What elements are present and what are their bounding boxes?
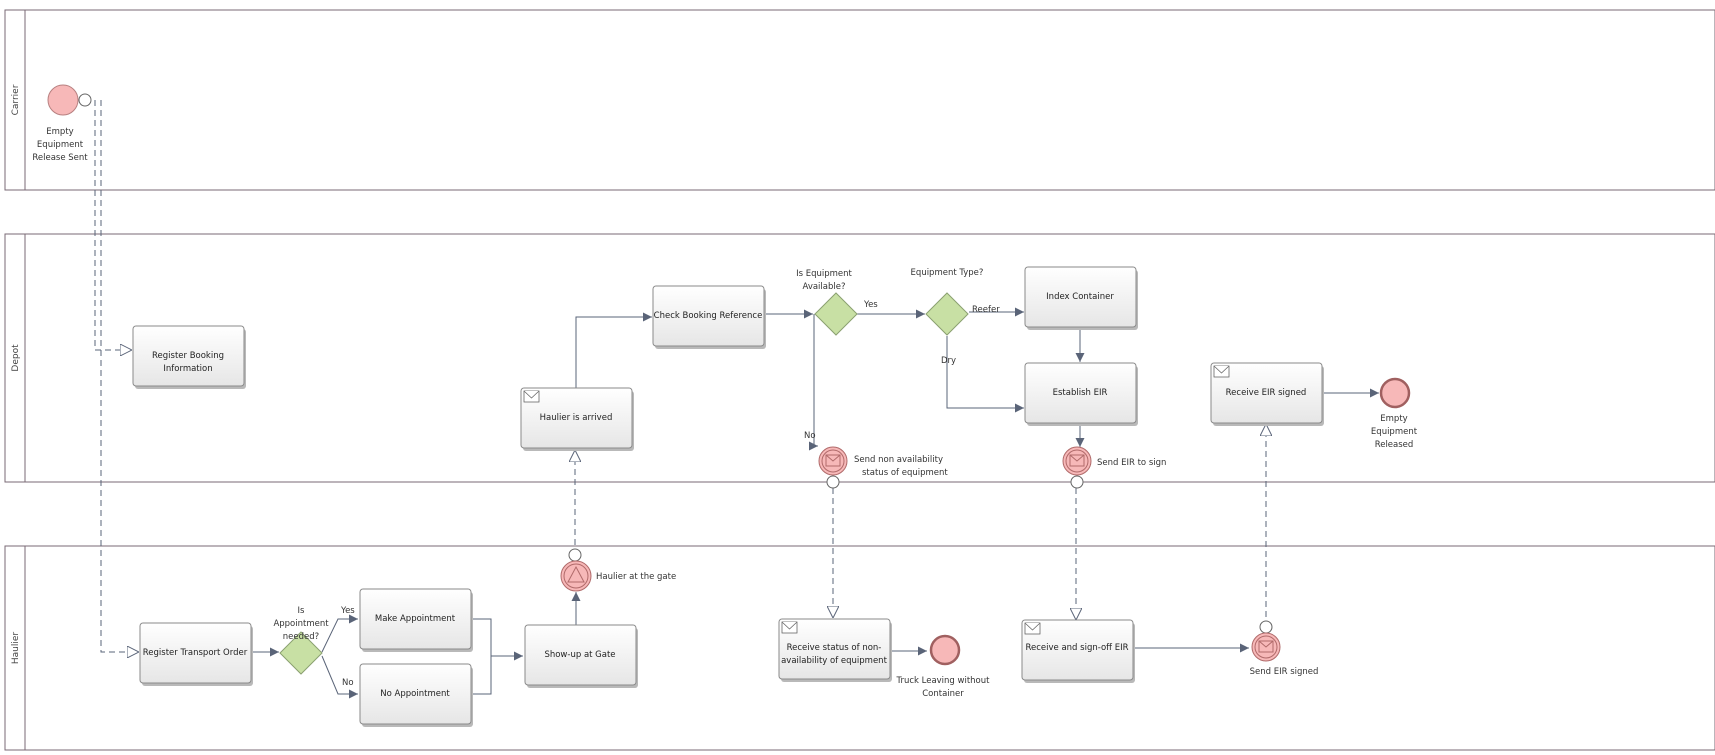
event-label-line: Release Sent: [32, 153, 88, 163]
task-check-booking[interactable]: Check Booking Reference: [652, 285, 766, 349]
task-label: Receive and sign-off EIR: [1025, 643, 1128, 653]
gateway-label-line: Is Equipment: [796, 269, 852, 279]
message-flow-to-register-transport: [100, 100, 139, 652]
flow-label-yes-available: Yes: [863, 300, 878, 310]
gateway-appointment-needed[interactable]: Is Appointment needed?: [273, 606, 329, 675]
event-label: Send EIR signed: [1250, 667, 1319, 677]
attached-message-circle: [1070, 475, 1084, 489]
flow-label-yes-appointment: Yes: [340, 606, 355, 616]
envelope-icon: [1213, 365, 1230, 378]
gateway-label-line: needed?: [283, 632, 319, 642]
task-establish-eir[interactable]: Establish EIR: [1024, 362, 1138, 426]
task-label: Index Container: [1046, 292, 1114, 302]
start-event-empty-release-sent[interactable]: Empty Equipment Release Sent: [32, 84, 92, 163]
end-event-empty-released[interactable]: Empty Equipment Released: [1371, 377, 1418, 450]
task-label-line: Information: [163, 364, 212, 374]
lane-label-carrier: Carrier: [11, 84, 21, 115]
task-receive-signoff[interactable]: Receive and sign-off EIR: [1021, 619, 1135, 683]
event-label-line: status of equipment: [862, 468, 948, 478]
event-label: Haulier at the gate: [596, 572, 676, 582]
task-receive-eir-signed[interactable]: Receive EIR signed: [1210, 362, 1324, 426]
envelope-icon: [1258, 640, 1274, 653]
signal-triangle-icon: [567, 565, 585, 583]
event-label-line: Equipment: [37, 140, 84, 150]
event-send-eir-signed[interactable]: Send EIR signed: [1250, 620, 1319, 677]
gateway-label: Equipment Type?: [911, 268, 984, 278]
task-label: Receive EIR signed: [1226, 388, 1307, 398]
event-label-line: Released: [1375, 440, 1414, 450]
attached-message-circle: [78, 93, 92, 107]
event-send-eir-to-sign[interactable]: Send EIR to sign: [1062, 446, 1166, 489]
event-label-line: Container: [922, 689, 964, 699]
task-label: Make Appointment: [375, 614, 456, 624]
envelope-icon: [825, 454, 841, 467]
gateway-label-line: Available?: [803, 282, 846, 292]
task-no-appointment[interactable]: No Appointment: [359, 663, 473, 727]
attached-message-circle: [1259, 620, 1273, 634]
task-haulier-arrived[interactable]: Haulier is arrived: [520, 387, 634, 451]
attached-message-circle: [568, 548, 582, 562]
lane-depot: Depot: [4, 233, 1715, 483]
flow-label-no-available: No: [804, 431, 816, 441]
event-label-line: Equipment: [1371, 427, 1418, 437]
message-flows: [94, 100, 1266, 652]
task-label: Show-up at Gate: [544, 650, 615, 660]
gateway-label-line: Is: [298, 606, 306, 616]
task-label: Register Transport Order: [143, 648, 248, 658]
task-label-line: Register Booking: [152, 351, 224, 361]
task-register-transport[interactable]: Register Transport Order: [139, 622, 253, 686]
task-label: Check Booking Reference: [654, 311, 763, 321]
lane-label-depot: Depot: [11, 344, 21, 372]
gateway-equipment-available[interactable]: Is Equipment Available?: [796, 269, 858, 336]
task-label: Establish EIR: [1053, 388, 1108, 398]
event-label: Send EIR to sign: [1097, 458, 1166, 468]
envelope-icon: [1024, 622, 1041, 635]
lane-label-haulier: Haulier: [11, 632, 21, 665]
sequence-flows: [251, 307, 1379, 699]
task-show-up-gate[interactable]: Show-up at Gate: [524, 624, 638, 688]
gateway-equipment-type[interactable]: Equipment Type?: [911, 268, 984, 336]
message-flow-to-register-booking: [94, 100, 132, 350]
gateway-label-line: Appointment: [273, 619, 329, 629]
task-register-booking[interactable]: Register Booking Information: [132, 325, 246, 389]
end-event-truck-leaving[interactable]: Truck Leaving without Container: [896, 634, 991, 699]
envelope-icon: [1069, 454, 1085, 467]
flow-label-dry: Dry: [941, 356, 956, 366]
attached-message-circle: [826, 475, 840, 489]
task-receive-status[interactable]: Receive status of non- availability of e…: [778, 618, 892, 682]
event-haulier-at-gate[interactable]: Haulier at the gate: [560, 548, 676, 592]
event-label-line: Empty: [46, 127, 73, 137]
event-label-line: Truck Leaving without: [896, 676, 991, 686]
task-index-container[interactable]: Index Container: [1024, 266, 1138, 330]
envelope-icon: [781, 621, 798, 634]
task-label-line: Receive status of non-: [787, 643, 882, 653]
task-make-appointment[interactable]: Make Appointment: [359, 588, 473, 652]
task-label-line: availability of equipment: [781, 656, 887, 666]
event-send-non-availability[interactable]: Send non availability status of equipmen…: [818, 446, 948, 489]
flow-label-reefer: Reefer: [972, 305, 1000, 315]
event-label-line: Empty: [1380, 414, 1407, 424]
task-label: Haulier is arrived: [540, 413, 613, 423]
task-label: No Appointment: [380, 689, 450, 699]
event-label-line: Send non availability: [854, 455, 943, 465]
envelope-icon: [523, 390, 540, 403]
lane-carrier: Carrier: [4, 9, 1715, 191]
flow-label-no-appointment: No: [342, 678, 354, 688]
